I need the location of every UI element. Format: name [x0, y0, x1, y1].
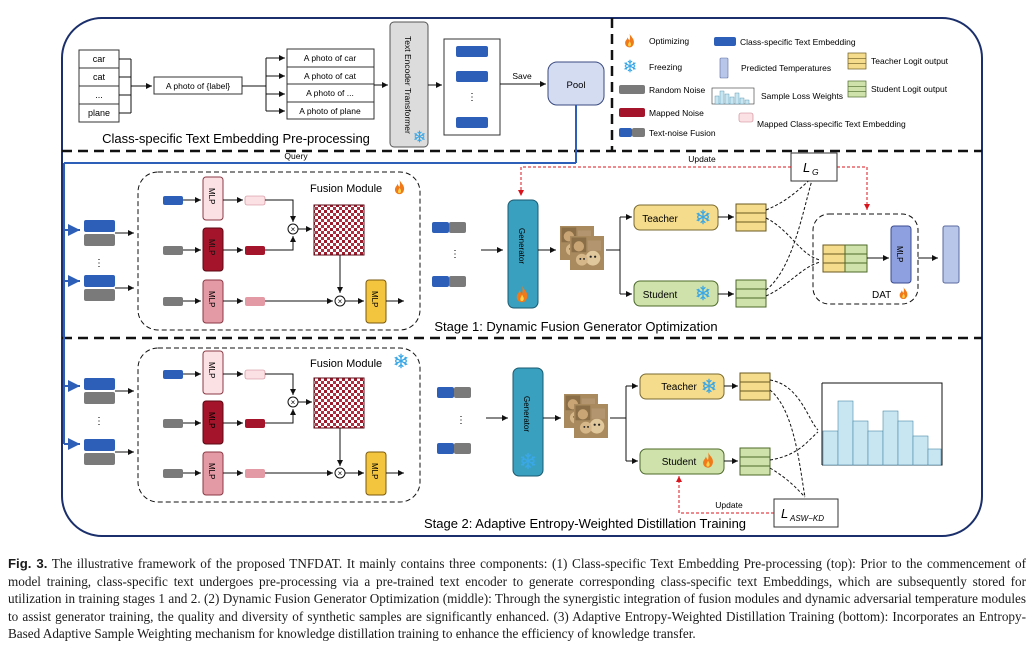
svg-text:⋮: ⋮	[450, 249, 460, 260]
dat-module-box	[812, 213, 919, 305]
flame-icon	[394, 179, 405, 195]
caption-label: Fig. 3.	[8, 556, 48, 571]
caption-text: The illustrative framework of the propos…	[8, 556, 1026, 642]
svg-text:⋮: ⋮	[456, 415, 466, 426]
snowflake-icon	[394, 353, 408, 369]
svg-text:Teacher: Teacher	[661, 382, 697, 393]
framework-figure: car cat ... plane A photo of {label} A p…	[61, 17, 983, 537]
prompt-plane: A photo of plane	[299, 106, 361, 116]
svg-text:MLP: MLP	[207, 239, 216, 255]
loss-g-box	[790, 152, 838, 182]
preprocessing-title: Class-specific Text Embedding Pre-proces…	[102, 131, 370, 146]
stage1: ⋮ Fusion Module MLP MLP MLP ×	[84, 152, 960, 334]
dat-label: DAT	[872, 290, 891, 301]
svg-text:Sample Loss Weights: Sample Loss Weights	[761, 91, 843, 101]
svg-text:MLP: MLP	[207, 412, 216, 428]
stage2-title: Stage 2: Adaptive Entropy-Weighted Disti…	[424, 516, 746, 531]
svg-text:MLP: MLP	[370, 463, 379, 479]
flame-icon	[625, 33, 634, 48]
prompt-dots: A photo of ...	[306, 88, 354, 98]
svg-text:Teacher Logit output: Teacher Logit output	[871, 56, 949, 66]
svg-text:⋮: ⋮	[94, 258, 104, 269]
svg-text:×: ×	[338, 297, 343, 306]
svg-text:×: ×	[338, 469, 343, 478]
label-dots: ...	[95, 90, 103, 100]
svg-text:MLP: MLP	[207, 463, 216, 479]
attention-grid	[313, 204, 365, 256]
legend: Optimizing Freezing Random Noise Mapped …	[619, 33, 949, 138]
preprocessing-stage: car cat ... plane A photo of {label} A p…	[78, 21, 605, 148]
svg-text:MLP: MLP	[370, 291, 379, 307]
svg-text:Optimizing: Optimizing	[649, 36, 689, 46]
svg-text:MLP: MLP	[207, 291, 216, 307]
svg-text:Freezing: Freezing	[649, 62, 682, 72]
svg-text:MLP: MLP	[895, 246, 904, 262]
svg-text:⋮: ⋮	[467, 92, 477, 103]
prompt-car: A photo of car	[304, 53, 357, 63]
svg-text:×: ×	[291, 398, 296, 407]
prompt-cat: A photo of cat	[304, 71, 357, 81]
svg-text:ASW−KD: ASW−KD	[789, 514, 824, 523]
label-plane: plane	[88, 108, 110, 118]
update-label-stage1: Update	[688, 154, 716, 164]
figure-caption: Fig. 3. The illustrative framework of th…	[8, 555, 1026, 643]
svg-text:Mapped Class-specific Text Emb: Mapped Class-specific Text Embedding	[757, 119, 906, 129]
svg-text:MLP: MLP	[207, 188, 216, 204]
svg-text:Random Noise: Random Noise	[649, 85, 705, 95]
flame-icon	[899, 286, 908, 300]
text-encoder-label: Text Encoder Transformer	[403, 36, 413, 134]
svg-text:Teacher: Teacher	[642, 214, 678, 225]
attention-grid-stage2	[313, 377, 365, 429]
label-car: car	[93, 54, 106, 64]
svg-text:Mapped Noise: Mapped Noise	[649, 108, 704, 118]
predicted-temperatures	[942, 225, 960, 284]
prompt-template: A photo of {label}	[166, 81, 230, 91]
fusion-module-title-stage2: Fusion Module	[310, 358, 382, 370]
svg-text:⋮: ⋮	[94, 416, 104, 427]
svg-text:MLP: MLP	[207, 362, 216, 378]
save-label: Save	[512, 71, 532, 81]
svg-text:L: L	[781, 506, 788, 521]
outer-frame	[61, 17, 983, 537]
stage2: ⋮ Fusion Module MLP MLP MLP ×	[84, 347, 943, 531]
query-path: Query	[63, 105, 577, 450]
fusion-module-box	[137, 171, 421, 331]
svg-text:×: ×	[291, 225, 296, 234]
label-cat: cat	[93, 72, 106, 82]
stage1-title: Stage 1: Dynamic Fusion Generator Optimi…	[434, 319, 717, 334]
fusion-module-box-stage2	[137, 347, 421, 503]
svg-text:Predicted Temperatures: Predicted Temperatures	[741, 63, 831, 73]
query-label: Query	[284, 151, 308, 161]
svg-text:L: L	[803, 160, 810, 175]
svg-text:Student: Student	[662, 457, 697, 468]
svg-text:G: G	[812, 167, 819, 177]
fusion-module-title: Fusion Module	[310, 183, 382, 195]
svg-text:Student: Student	[643, 290, 678, 301]
pool-label: Pool	[566, 80, 585, 91]
snowflake-icon	[624, 59, 636, 73]
generator-label: Generator	[517, 228, 526, 264]
generator-label-stage2: Generator	[522, 396, 531, 432]
update-label-stage2: Update	[715, 500, 743, 510]
svg-text:Student Logit output: Student Logit output	[871, 84, 948, 94]
svg-text:Text-noise Fusion: Text-noise Fusion	[649, 128, 716, 138]
svg-text:Class-specific Text Embedding: Class-specific Text Embedding	[740, 37, 856, 47]
